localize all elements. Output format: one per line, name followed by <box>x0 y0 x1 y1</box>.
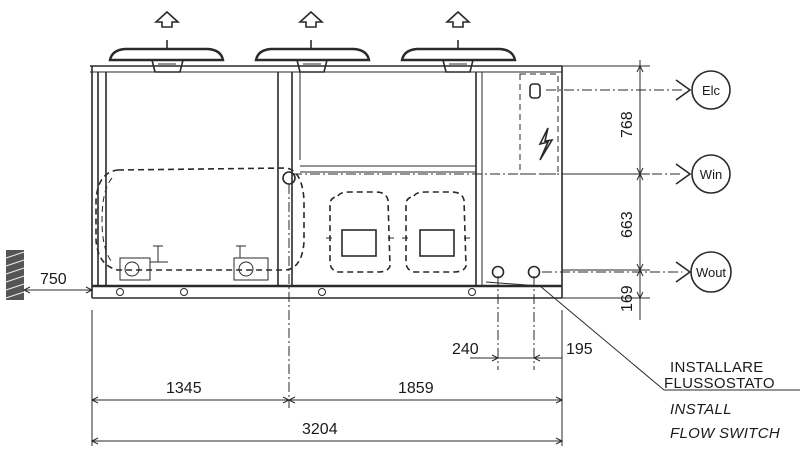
water-outlet-right-icon <box>527 265 541 279</box>
connection-elc-icon <box>691 70 731 110</box>
fan-icon <box>108 40 225 73</box>
dim-width-right: 1859 <box>398 380 434 397</box>
fans <box>108 40 517 73</box>
label-water-in: Win <box>700 167 722 182</box>
water-outlets <box>491 265 541 279</box>
dim-width-total: 3204 <box>302 421 338 438</box>
dim-height-mid: 663 <box>619 211 636 238</box>
arrow-win-icon <box>675 163 692 185</box>
connection-wout-icon <box>690 251 732 293</box>
compressor-icon <box>402 191 470 273</box>
dim-height-top: 768 <box>619 111 636 138</box>
label-electrical: Elc <box>702 83 721 98</box>
base-holes <box>116 288 476 296</box>
fan-icon <box>254 40 371 73</box>
note-en-line2: FLOW SWITCH <box>670 425 780 442</box>
airflow-arrows <box>153 10 472 28</box>
offset-dimensions <box>470 276 562 370</box>
lightning-icon <box>538 127 554 161</box>
note-it-line1: INSTALLARE <box>670 359 764 376</box>
electrical-panel <box>519 73 559 175</box>
wall-hatch-icon <box>6 250 24 300</box>
airflow-arrow-icon <box>297 10 325 28</box>
mounting-hole-icon <box>116 288 124 296</box>
unit-frame <box>90 65 563 299</box>
note-it-line2: FLUSSOSTATO <box>664 375 775 392</box>
dim-height-bottom: 169 <box>619 285 636 312</box>
pump-group <box>119 245 269 281</box>
water-outlet-left-icon <box>491 265 505 279</box>
mounting-hole-icon <box>468 288 476 296</box>
dim-offset-right: 195 <box>566 341 593 358</box>
mounting-hole-icon <box>318 288 326 296</box>
connection-leaders <box>292 70 732 293</box>
connection-win-icon <box>691 154 731 194</box>
pump-left <box>119 257 151 281</box>
horizontal-dimension-chains <box>90 184 564 446</box>
label-water-out: Wout <box>696 265 726 280</box>
dim-width-left: 1345 <box>166 380 202 397</box>
note-en-line1: INSTALL <box>670 401 732 418</box>
arrow-wout-icon <box>675 261 692 283</box>
mounting-hole-icon <box>180 288 188 296</box>
compressors <box>326 191 470 273</box>
water-tank <box>95 167 305 271</box>
dim-clearance: 750 <box>40 271 67 288</box>
pump-right <box>233 257 269 281</box>
arrow-elc-icon <box>675 79 692 101</box>
vertical-dimension-chain <box>562 60 650 320</box>
airflow-arrow-icon <box>444 10 472 28</box>
compressor-icon <box>326 191 394 273</box>
airflow-arrow-icon <box>153 10 181 28</box>
clearance-wall <box>5 250 94 300</box>
dim-offset-left: 240 <box>452 341 479 358</box>
flow-switch-leader <box>485 281 800 391</box>
fan-icon <box>400 40 517 73</box>
